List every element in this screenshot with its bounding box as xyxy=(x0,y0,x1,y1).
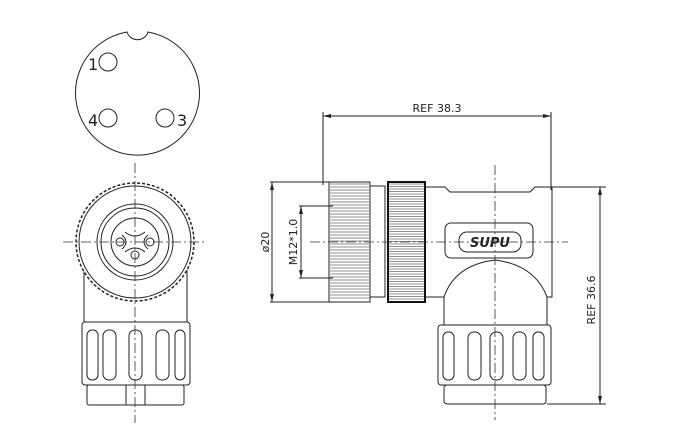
thread-dimension: M12*1.0 xyxy=(287,219,300,265)
dimensions: REF 38.3 REF 36.6 ø20 M12*1.0 xyxy=(259,102,606,405)
front-cap xyxy=(86,384,185,406)
height-ref-dimension: REF 36.6 xyxy=(585,276,598,325)
pin-3 xyxy=(155,108,175,128)
side-view: SUPU xyxy=(310,165,568,420)
width-ref-dimension: REF 38.3 xyxy=(413,102,462,115)
pin-3-label: 3 xyxy=(177,111,187,130)
pin-4-label: 4 xyxy=(88,111,98,130)
diameter-dimension: ø20 xyxy=(259,232,272,253)
pin-1-label: 1 xyxy=(88,55,98,74)
angled-body xyxy=(425,186,553,326)
brand-logo: SUPU xyxy=(470,236,510,251)
pin-1 xyxy=(98,52,118,72)
logo-panel xyxy=(444,222,534,259)
pin-layout-view: 1 4 3 xyxy=(75,31,200,156)
front-view xyxy=(63,163,207,423)
socket-face-outline xyxy=(75,31,200,156)
pin-4 xyxy=(98,108,118,128)
